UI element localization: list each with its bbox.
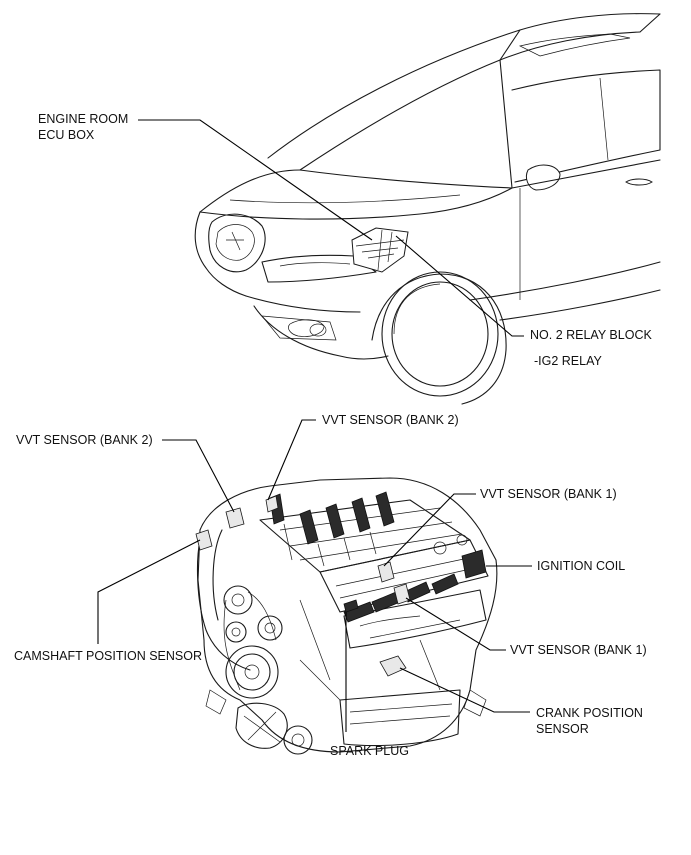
label-spark-plug: SPARK PLUG [330, 744, 409, 758]
car-illustration [194, 13, 661, 405]
label-ig2-relay: -IG2 RELAY [534, 354, 602, 368]
label-vvt-sensor-bank2-top: VVT SENSOR (BANK 2) [322, 413, 459, 427]
crank-sensor-shape [379, 655, 407, 677]
car-leader-lines [138, 119, 524, 337]
engine-leader-lines [97, 419, 532, 732]
ignition-coils-bank1 [343, 549, 487, 623]
label-vvt-sensor-bank1-upper: VVT SENSOR (BANK 1) [480, 487, 617, 501]
label-crank-position-sensor-line1: CRANK POSITION [536, 706, 643, 720]
spark-plug-shape [343, 599, 359, 613]
camshaft-sensor-shape [195, 529, 213, 551]
label-crank-position-sensor-line2: SENSOR [536, 722, 589, 736]
label-vvt-sensor-bank2-left: VVT SENSOR (BANK 2) [16, 433, 153, 447]
label-no2-relay-block: NO. 2 RELAY BLOCK [530, 328, 652, 342]
ignition-coils-bank2 [269, 491, 395, 567]
vvt-sensors [225, 495, 411, 605]
label-engine-room-ecu-box-line1: ENGINE ROOM [38, 112, 129, 126]
label-ignition-coil: IGNITION COIL [537, 559, 626, 573]
label-vvt-sensor-bank1-lower: VVT SENSOR (BANK 1) [510, 643, 647, 657]
label-engine-room-ecu-box-line2: ECU BOX [38, 128, 95, 142]
engine-illustration [195, 477, 498, 755]
label-camshaft-position-sensor: CAMSHAFT POSITION SENSOR [14, 649, 202, 663]
